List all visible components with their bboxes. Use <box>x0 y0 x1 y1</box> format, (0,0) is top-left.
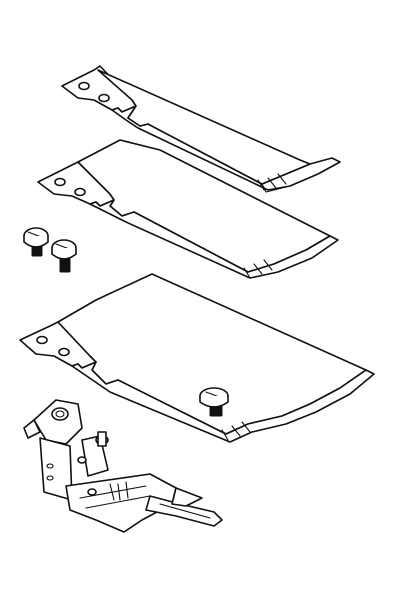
screw-pair <box>23 227 77 273</box>
medium-guide-blade <box>37 139 339 279</box>
presser-foot <box>23 399 223 533</box>
blade-hole <box>74 187 86 197</box>
screw <box>23 227 49 257</box>
blade-hole <box>78 81 90 91</box>
wide-guide-blade <box>19 273 375 443</box>
screw <box>51 239 77 273</box>
blade-hole <box>98 93 110 103</box>
screw <box>199 387 229 417</box>
blade-hole <box>36 335 48 345</box>
blade-hole <box>54 177 66 187</box>
narrow-guide-blade <box>61 65 341 193</box>
blade-hole <box>58 347 70 357</box>
